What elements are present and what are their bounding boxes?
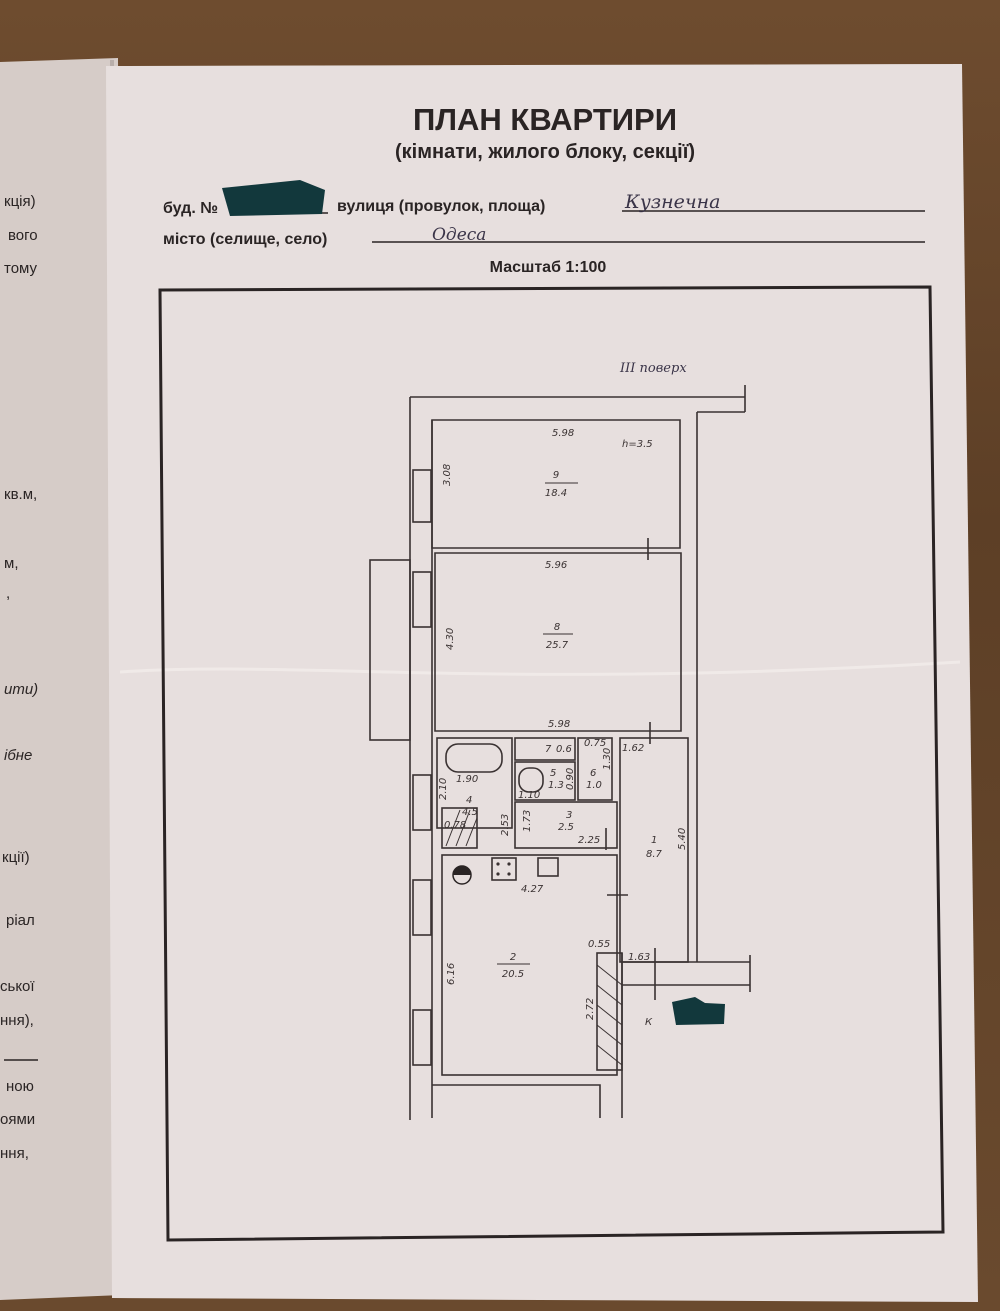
floor-plan — [369, 385, 751, 1120]
room-8: 825.7 — [543, 622, 573, 651]
svg-text:2: 2 — [510, 952, 516, 963]
room-6: 61.0 — [586, 768, 602, 791]
svg-text:кція): кція) — [4, 193, 36, 210]
svg-text:ння,: ння, — [0, 1145, 29, 1162]
svg-text:0.90: 0.90 — [565, 768, 576, 790]
svg-text:4.5: 4.5 — [462, 807, 478, 818]
street-label: вулиця (провулок, площа) — [337, 198, 545, 215]
svg-text:ити): ити) — [4, 681, 38, 698]
street-value: Кузнечна — [624, 191, 721, 213]
svg-text:5.40: 5.40 — [677, 828, 688, 850]
page-title: ПЛАН КВАРТИРИ — [413, 102, 677, 137]
svg-text:8.7: 8.7 — [646, 849, 663, 860]
scale-label: Масштаб 1:100 — [490, 259, 607, 276]
svg-text:2.10: 2.10 — [438, 778, 449, 800]
page-subtitle: (кімнати, жилого блоку, секції) — [395, 141, 695, 163]
svg-text:2.5: 2.5 — [558, 822, 574, 833]
svg-text:0.78: 0.78 — [444, 820, 466, 831]
svg-text:оями: оями — [0, 1111, 35, 1128]
city-value: Одеса — [432, 225, 486, 245]
svg-text:1.30: 1.30 — [602, 748, 613, 770]
entrance-label: К — [645, 1017, 653, 1028]
svg-text:ння),: ння), — [0, 1012, 34, 1029]
building-label: буд. № — [163, 200, 218, 217]
svg-text:5.98: 5.98 — [552, 428, 574, 439]
svg-text:м,: м, — [4, 555, 18, 572]
room-9: 918.4 — [545, 470, 578, 499]
svg-text:5: 5 — [550, 768, 556, 779]
room-4: 44.5 — [462, 795, 478, 818]
left-page-text: кція) вого тому кв.м, м, , ити) ібне кці… — [0, 193, 38, 1162]
stove-icon — [496, 862, 511, 876]
svg-text:0.6: 0.6 — [556, 744, 572, 755]
svg-text:2.25: 2.25 — [578, 835, 600, 846]
svg-text:1: 1 — [651, 835, 657, 846]
svg-text:ібне: ібне — [4, 747, 32, 764]
svg-text:1.63: 1.63 — [628, 952, 650, 963]
svg-text:7: 7 — [545, 744, 552, 755]
svg-text:,: , — [6, 585, 10, 602]
height-note: h=3.5 — [622, 439, 653, 450]
svg-text:4.27: 4.27 — [521, 884, 544, 895]
svg-text:5.98: 5.98 — [548, 719, 570, 730]
redaction-mark-entrance — [672, 997, 725, 1025]
svg-text:4.30: 4.30 — [445, 628, 456, 650]
svg-text:ріал: ріал — [6, 912, 35, 929]
svg-text:18.4: 18.4 — [545, 488, 567, 499]
room-3: 32.5 — [558, 810, 574, 833]
plan-sheet — [106, 64, 978, 1302]
svg-text:5.96: 5.96 — [545, 560, 567, 571]
svg-text:1.62: 1.62 — [622, 743, 644, 754]
svg-text:вого: вого — [8, 227, 38, 244]
svg-text:20.5: 20.5 — [502, 969, 524, 980]
svg-text:2.72: 2.72 — [585, 998, 596, 1020]
svg-text:1.0: 1.0 — [586, 780, 602, 791]
svg-text:кції): кції) — [2, 849, 30, 866]
svg-text:0.55: 0.55 — [588, 939, 610, 950]
svg-text:1.10: 1.10 — [518, 790, 540, 801]
room-1: 18.7 — [646, 835, 663, 860]
left-page — [0, 58, 122, 1300]
svg-text:тому: тому — [4, 260, 38, 277]
svg-text:1.90: 1.90 — [456, 774, 478, 785]
svg-text:3: 3 — [566, 810, 572, 821]
redaction-mark — [222, 180, 325, 216]
svg-text:ської: ської — [0, 978, 35, 995]
svg-text:1.73: 1.73 — [522, 810, 533, 832]
svg-text:кв.м,: кв.м, — [4, 486, 37, 503]
svg-text:1.3: 1.3 — [548, 780, 564, 791]
svg-text:8: 8 — [554, 622, 560, 633]
svg-text:ною: ною — [6, 1078, 34, 1095]
plan-frame — [158, 285, 945, 1242]
svg-text:3.08: 3.08 — [442, 464, 453, 486]
svg-text:4: 4 — [466, 795, 472, 806]
room-5: 51.3 — [548, 768, 564, 791]
svg-text:25.7: 25.7 — [546, 640, 569, 651]
svg-text:9: 9 — [553, 470, 559, 481]
room-2: 220.5 — [497, 952, 530, 980]
city-label: місто (селище, село) — [163, 231, 327, 248]
svg-text:6: 6 — [590, 768, 596, 779]
dimension-labels: 5.98 3.08 5.96 4.30 5.98 1.90 2.10 1.62 … — [438, 428, 688, 1020]
svg-text:0.75: 0.75 — [584, 738, 606, 749]
floor-note: III поверх — [619, 361, 687, 376]
svg-text:6.16: 6.16 — [446, 963, 457, 985]
svg-text:2.53: 2.53 — [500, 814, 511, 836]
